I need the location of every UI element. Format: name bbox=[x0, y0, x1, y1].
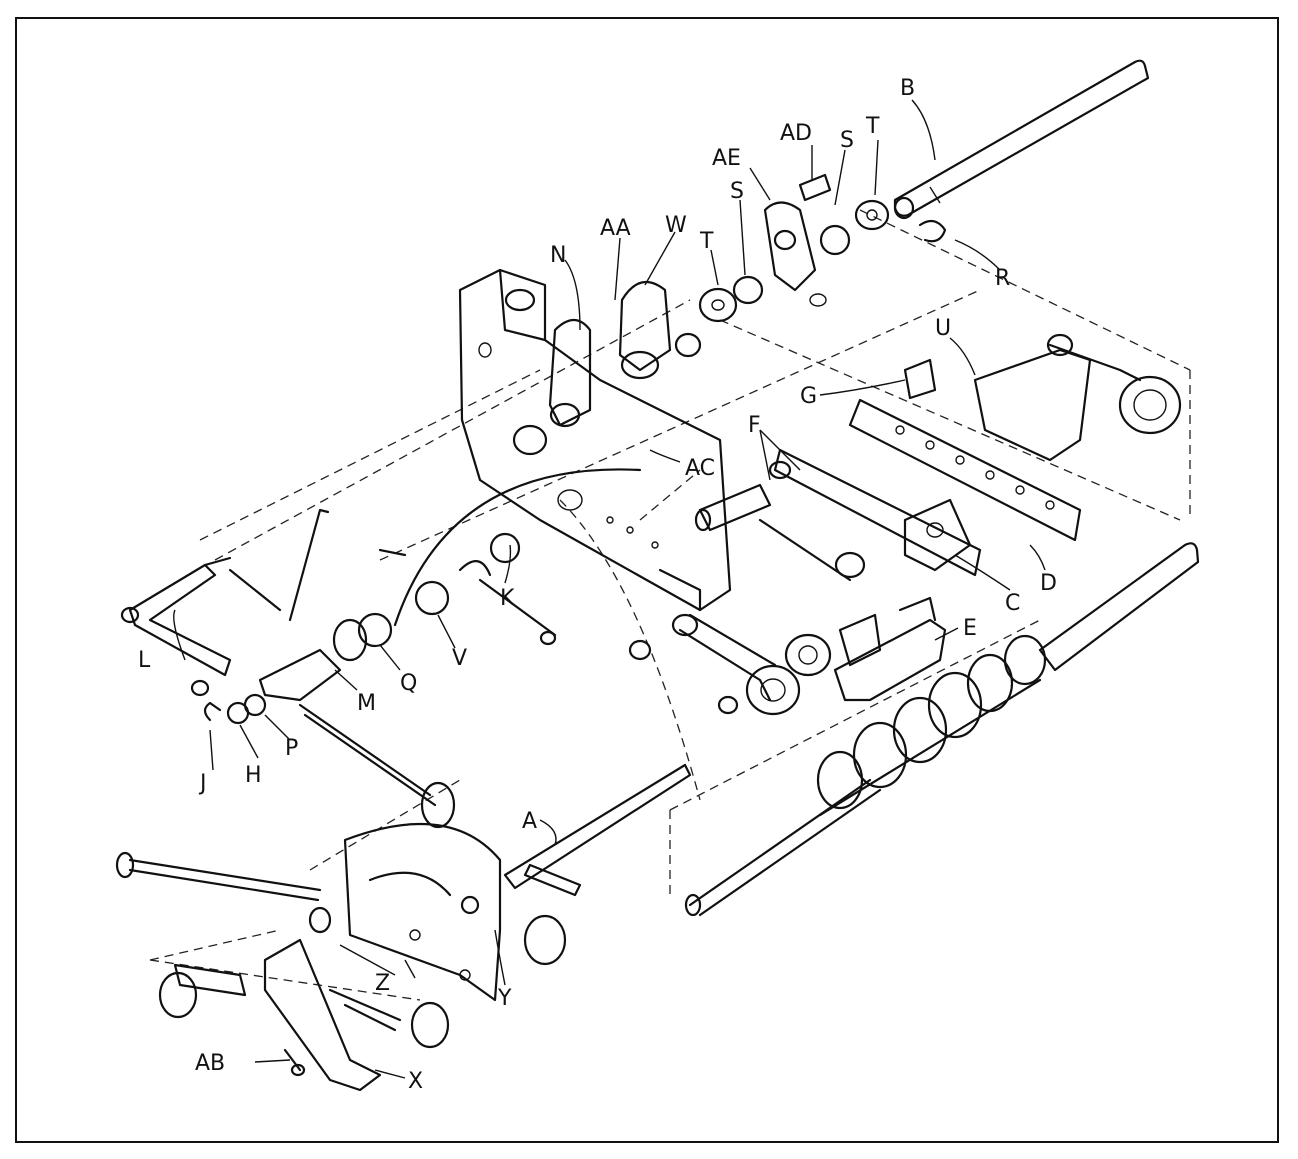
label-r: R bbox=[995, 266, 1010, 291]
bar-d bbox=[848, 398, 1082, 542]
label-v: V bbox=[452, 646, 467, 671]
bar-c bbox=[773, 448, 982, 577]
main-frame bbox=[458, 268, 732, 612]
knobs bbox=[308, 895, 567, 1049]
arm-w bbox=[618, 280, 672, 380]
rod-a bbox=[503, 763, 692, 897]
lever-x bbox=[263, 938, 382, 1092]
arm-n bbox=[548, 318, 592, 428]
label-y: Y bbox=[497, 986, 512, 1011]
fork-e bbox=[833, 596, 947, 702]
label-g: G bbox=[800, 384, 817, 409]
spring-screw bbox=[298, 703, 456, 829]
small-parts-left bbox=[203, 532, 557, 725]
label-ac: AC bbox=[685, 456, 715, 481]
leader-lines bbox=[173, 99, 1046, 1079]
label-aa: AA bbox=[600, 216, 631, 241]
lever-m bbox=[258, 508, 368, 702]
block-left bbox=[158, 963, 247, 1019]
label-j: J bbox=[198, 771, 207, 796]
curved-arrow bbox=[393, 468, 642, 627]
label-ad: AD bbox=[780, 121, 812, 146]
link-l bbox=[120, 556, 232, 697]
label-h: H bbox=[245, 763, 262, 788]
label-ab: AB bbox=[195, 1051, 225, 1076]
label-q: Q bbox=[400, 671, 417, 696]
screw-ab bbox=[283, 1048, 306, 1077]
lower-arm bbox=[628, 613, 882, 716]
assembly-lines bbox=[149, 209, 1191, 1001]
label-s-right: S bbox=[840, 128, 854, 153]
dial-plate bbox=[343, 822, 502, 1002]
label-c: C bbox=[1005, 591, 1020, 616]
label-t-left: T bbox=[699, 229, 714, 254]
label-m: M bbox=[357, 691, 376, 716]
label-f: F bbox=[748, 413, 761, 438]
label-u: U bbox=[935, 316, 951, 341]
label-e: E bbox=[963, 616, 977, 641]
label-p: P bbox=[285, 736, 298, 761]
label-w: W bbox=[665, 213, 687, 238]
link-u bbox=[973, 333, 1182, 462]
shaft-b bbox=[893, 59, 1150, 243]
label-d: D bbox=[1040, 571, 1057, 596]
lever-ae bbox=[763, 173, 832, 292]
label-s-left: S bbox=[730, 179, 744, 204]
diagram-border bbox=[15, 17, 1279, 1143]
label-l: L bbox=[138, 648, 151, 673]
label-n: N bbox=[550, 243, 566, 268]
label-t-right: T bbox=[865, 114, 880, 139]
label-a: A bbox=[522, 809, 537, 834]
label-ae: AE bbox=[712, 146, 741, 171]
screw-rod bbox=[115, 851, 322, 902]
block-g bbox=[903, 358, 937, 400]
label-k: K bbox=[500, 586, 515, 611]
label-x: X bbox=[408, 1069, 423, 1094]
callout-labels: B AD S T AE S AA W T N R U G F AC K C D … bbox=[138, 76, 1057, 1094]
label-b: B bbox=[900, 76, 915, 101]
pins-f bbox=[694, 460, 866, 582]
label-z: Z bbox=[375, 971, 390, 996]
camshaft bbox=[684, 542, 1200, 917]
upper-washers bbox=[674, 199, 890, 358]
